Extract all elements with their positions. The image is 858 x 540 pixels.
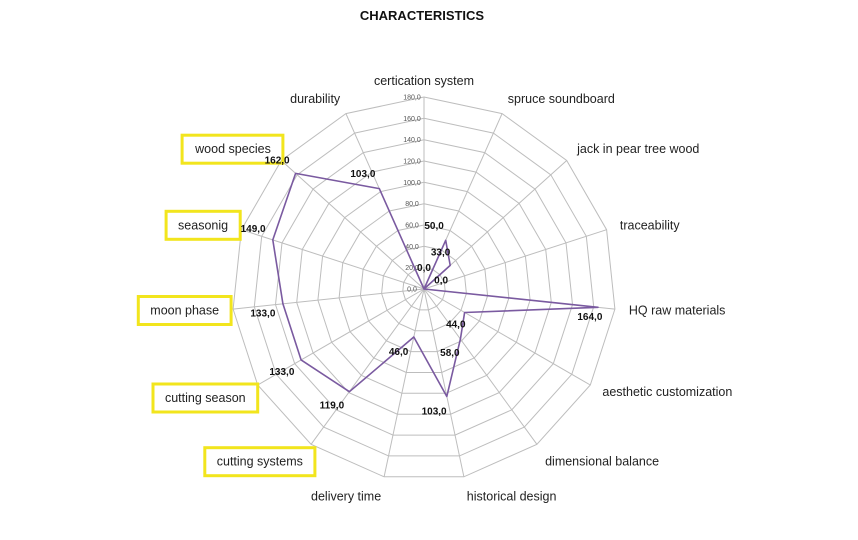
- highlight-box-moon-phase: [136, 295, 233, 326]
- series-line: [271, 172, 599, 398]
- axis-label-hq-raw-materials: HQ raw materials: [629, 304, 726, 318]
- highlight-box-seasonig: [164, 209, 242, 241]
- tick-label: 0,0: [407, 287, 417, 294]
- tick-label: 160,0: [403, 116, 421, 123]
- grid-ring-40: [381, 245, 467, 332]
- data-label-cutting-season: 133,0: [269, 367, 294, 378]
- spoke-cutting-season: [257, 288, 425, 386]
- highlight-boxes: [136, 133, 317, 478]
- grid-ring-160: [253, 117, 595, 457]
- highlight-box-cutting-season: [151, 382, 260, 414]
- axis-label-aesthetic-customization: aesthetic customization: [602, 385, 732, 399]
- data-label-dimensional-balance: 58,0: [440, 348, 460, 359]
- grid-ring-20: [402, 267, 446, 311]
- axis-label-cutting-season: cutting season: [165, 391, 246, 405]
- spoke-aesthetic-customization: [423, 288, 591, 386]
- tick-label: 20,0: [405, 265, 419, 272]
- tick-label: 80,0: [405, 201, 419, 208]
- data-label-historical-design: 103,0: [422, 406, 447, 417]
- grid-ring-60: [359, 224, 489, 353]
- axis-label-cutting-systems: cutting systems: [217, 455, 303, 469]
- radar-grid: [232, 96, 616, 478]
- axis-label-certication-system: certication system: [374, 74, 474, 88]
- axis-label-jack-in-pear-tree-wood: jack in pear tree wood: [576, 142, 699, 156]
- spoke-cutting-systems: [310, 288, 425, 445]
- data-label-moon-phase: 133,0: [250, 309, 275, 320]
- data-label-aesthetic-customization: 44,0: [446, 320, 466, 331]
- grid-ring-140: [274, 139, 574, 436]
- data-label-spruce-soundboard: 50,0: [424, 221, 444, 232]
- spoke-dimensional-balance: [423, 288, 538, 445]
- axis-label-historical-design: historical design: [467, 490, 557, 504]
- data-label-certication-system: 0,0: [417, 263, 431, 274]
- tick-label: 180,0: [403, 95, 421, 102]
- chart-title: CHARACTERISTICS: [360, 8, 485, 23]
- axis-label-seasonig: seasonig: [178, 218, 228, 232]
- axis-label-wood-species: wood species: [194, 142, 271, 156]
- data-label-cutting-systems: 119,0: [320, 401, 345, 412]
- category-labels: certication system spruce soundboard jack …: [150, 74, 732, 504]
- grid-ring-120: [296, 160, 552, 415]
- axis-label-durability: durability: [290, 92, 341, 106]
- axis-label-delivery-time: delivery time: [311, 490, 381, 504]
- data-labels: 0,050,033,00,0164,044,058,0103,046,0119,…: [241, 155, 603, 417]
- grid-ring-100: [317, 181, 531, 394]
- data-label-delivery-time: 46,0: [389, 347, 409, 358]
- axis-label-traceability: traceability: [620, 218, 680, 232]
- tick-label: 120,0: [403, 159, 421, 166]
- spoke-historical-design: [423, 288, 465, 477]
- spoke-moon-phase: [233, 288, 425, 310]
- data-label-wood-species: 162,0: [265, 155, 290, 166]
- axis-label-spruce-soundboard: spruce soundboard: [508, 92, 615, 106]
- tick-label: 140,0: [403, 137, 421, 144]
- data-label-traceability: 0,0: [434, 275, 448, 286]
- data-label-seasonig: 149,0: [241, 224, 266, 235]
- radial-tick-labels: 0,0 20,0 40,0 60,0 80,0 100,0 120,0 140,0 160,0 1…: [403, 95, 421, 294]
- spoke-seasonig: [241, 229, 425, 290]
- axis-label-dimensional-balance: dimensional balance: [545, 455, 659, 469]
- spoke-traceability: [423, 229, 607, 290]
- tick-label: 60,0: [405, 223, 419, 230]
- tick-label: 40,0: [405, 244, 419, 251]
- grid-ring-80: [338, 203, 510, 373]
- highlight-box-cutting-systems: [203, 446, 317, 478]
- data-label-durability: 103,0: [350, 169, 375, 180]
- spoke-wood-species: [280, 160, 425, 290]
- data-label-jack-in-pear-tree-wood: 33,0: [431, 247, 451, 258]
- highlight-box-wood-species: [180, 133, 285, 165]
- spoke-delivery-time: [383, 288, 425, 477]
- data-label-hq-raw-materials: 164,0: [577, 312, 602, 323]
- axis-label-moon-phase: moon phase: [150, 304, 219, 318]
- tick-label: 100,0: [403, 180, 421, 187]
- grid-ring-180: [232, 96, 616, 478]
- data-series: [271, 172, 599, 398]
